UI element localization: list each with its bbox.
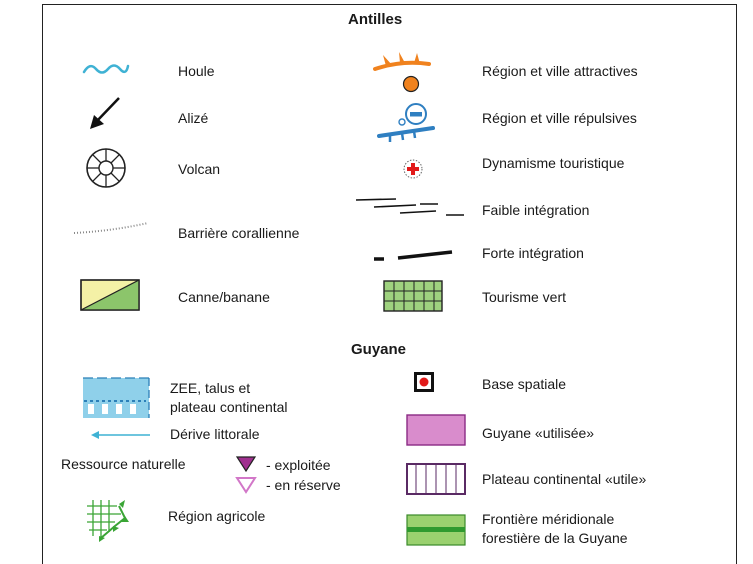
exploitee-label: - exploitée: [266, 457, 331, 473]
utilisee-label: Guyane «utilisée»: [482, 425, 595, 441]
used-guiana-swatch: [406, 414, 466, 446]
agricultural-region-icon: [87, 500, 129, 542]
volcan-label: Volcan: [178, 161, 221, 177]
sugarcane-banana-icon: [80, 279, 140, 311]
exploited-resource-triangle-icon: [235, 456, 257, 473]
frontiere-label-line1: Frontière méridionale: [482, 511, 615, 527]
attractive-region-icon: [373, 52, 431, 93]
derive-label: Dérive littorale: [170, 426, 260, 442]
region-attractive-label: Région et ville attractives: [482, 63, 638, 79]
houle-label: Houle: [178, 63, 215, 79]
useful-shelf-swatch: [406, 463, 466, 495]
ressource-label: Ressource naturelle: [61, 456, 186, 472]
space-base-icon: [414, 372, 434, 392]
antilles-title: Antilles: [348, 11, 403, 28]
eez-shelf-icon: [83, 377, 150, 418]
southern-forest-border-swatch: [406, 514, 466, 546]
volcano-icon: [86, 148, 126, 188]
zee-label-line2: plateau continental: [170, 399, 288, 415]
trade-wind-arrow-icon: [90, 97, 120, 129]
faible-label: Faible intégration: [482, 202, 590, 218]
frontiere-label-line2: forestière de la Guyane: [482, 530, 628, 546]
tourisme-label: Tourisme vert: [482, 289, 567, 305]
coral-reef-icon: [73, 222, 149, 234]
weak-integration-icon: [355, 198, 464, 216]
zee-label-line1: ZEE, talus et: [170, 380, 251, 396]
canne-label: Canne/banane: [178, 289, 270, 305]
reserve-label: - en réserve: [266, 477, 341, 493]
base-label: Base spatiale: [482, 376, 567, 392]
alize-label: Alizé: [178, 110, 209, 126]
region-repulsive-label: Région et ville répulsives: [482, 110, 637, 126]
agricole-label: Région agricole: [168, 508, 266, 524]
repulsive-region-icon: [377, 103, 435, 142]
plateau-utile-label: Plateau continental «utile»: [482, 471, 647, 487]
dynamisme-label: Dynamisme touristique: [482, 155, 625, 171]
reserve-resource-triangle-icon: [235, 477, 257, 494]
strong-integration-icon: [374, 250, 453, 261]
wave-icon: [82, 64, 130, 74]
forte-label: Forte intégration: [482, 245, 584, 261]
coastal-drift-arrow-icon: [91, 431, 150, 439]
legend-frame: [42, 4, 737, 564]
barriere-label: Barrière corallienne: [178, 225, 300, 241]
green-tourism-icon: [383, 280, 443, 312]
tourism-dynamism-icon: [403, 159, 423, 179]
guyane-title: Guyane: [351, 341, 407, 358]
